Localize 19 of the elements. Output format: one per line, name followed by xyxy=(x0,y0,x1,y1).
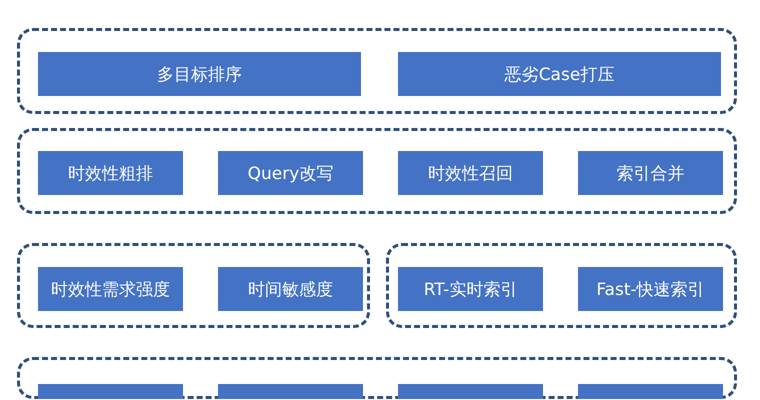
process-box: RT-实时索引 xyxy=(398,267,543,311)
process-box: 恶劣Case打压 xyxy=(398,52,721,96)
dashed-group-frame xyxy=(17,243,370,328)
process-box: 索引合并 xyxy=(578,151,723,195)
process-box: 时效性召回 xyxy=(398,151,543,195)
dashed-group-frame xyxy=(17,357,737,399)
process-box: 时间敏感度 xyxy=(218,267,363,311)
process-box: Query改写 xyxy=(218,151,363,195)
process-box xyxy=(398,384,543,399)
process-box: 多目标排序 xyxy=(38,52,361,96)
process-box: Fast-快速索引 xyxy=(578,267,723,311)
process-box: 时效性需求强度 xyxy=(38,267,183,311)
process-box xyxy=(38,384,183,399)
process-box xyxy=(218,384,363,399)
dashed-group-frame xyxy=(386,243,737,328)
process-box: 时效性粗排 xyxy=(38,151,183,195)
process-box xyxy=(578,384,723,399)
dashed-group-frame xyxy=(17,128,737,214)
dashed-group-frame xyxy=(17,28,737,114)
